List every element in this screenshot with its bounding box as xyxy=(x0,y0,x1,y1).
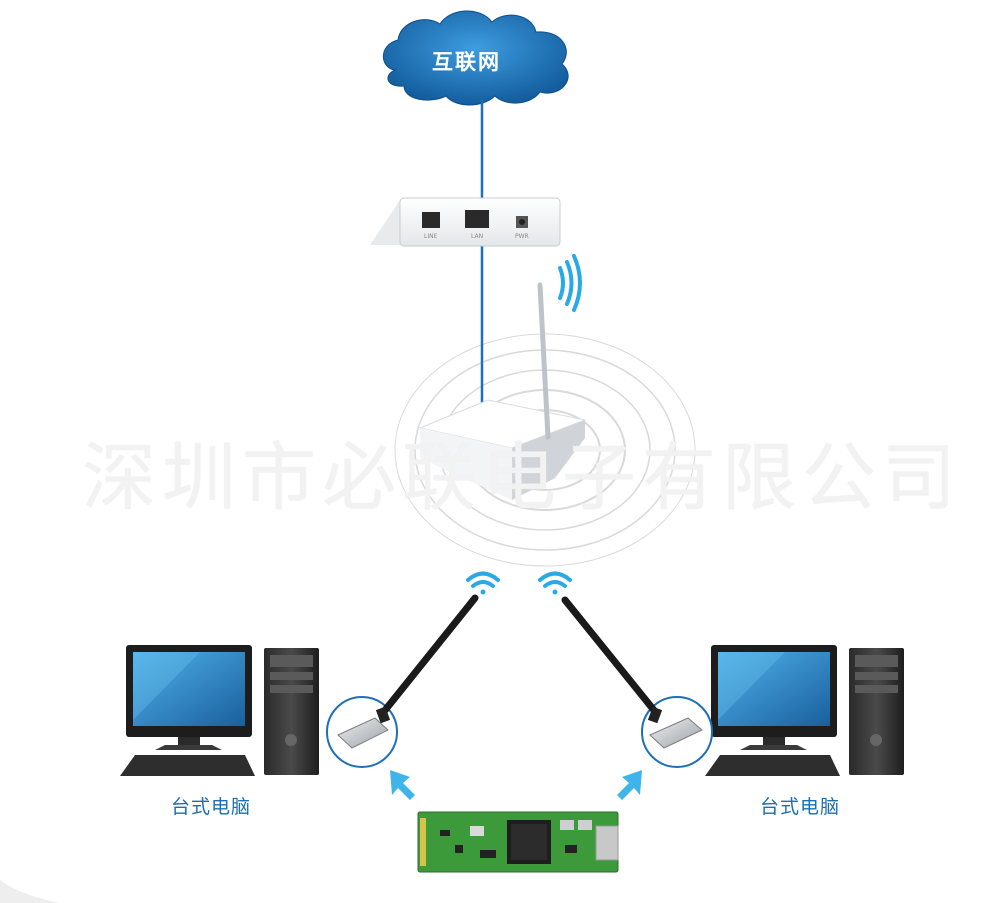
router-antenna xyxy=(537,282,551,440)
usb-wifi-adapter-right xyxy=(561,596,713,768)
modem-port-label-lan: LAN xyxy=(471,233,484,240)
wifi-icon-right xyxy=(538,571,572,595)
wifi-module-pcb xyxy=(417,811,619,873)
computer-label-right: 台式电脑 xyxy=(760,796,841,818)
corner-decoration xyxy=(0,880,60,903)
desktop-computer-right xyxy=(705,645,904,776)
lan-port-icon xyxy=(465,210,489,228)
adapter-antenna-right xyxy=(561,596,661,718)
arrow-icon-left xyxy=(390,770,415,800)
adapter-antenna-left xyxy=(378,594,479,718)
wireless-router xyxy=(418,282,587,500)
internet-cloud xyxy=(382,10,569,106)
modem-port-label-line: LINE xyxy=(424,233,438,240)
cloud-label: 互联网 xyxy=(432,50,501,74)
arrow-icon-right xyxy=(617,770,642,800)
modem-device xyxy=(370,197,561,247)
desktop-computer-left xyxy=(120,645,319,776)
watermark-text: 深圳市必联电子有限公司 xyxy=(82,435,962,521)
line-port-icon xyxy=(422,212,440,228)
wifi-icon-left xyxy=(466,571,500,595)
wifi-signal-icon xyxy=(558,254,582,312)
modem-port-label-pwr: PWR xyxy=(515,233,529,240)
usb-wifi-adapter-left xyxy=(326,594,479,768)
computer-label-left: 台式电脑 xyxy=(171,796,252,818)
